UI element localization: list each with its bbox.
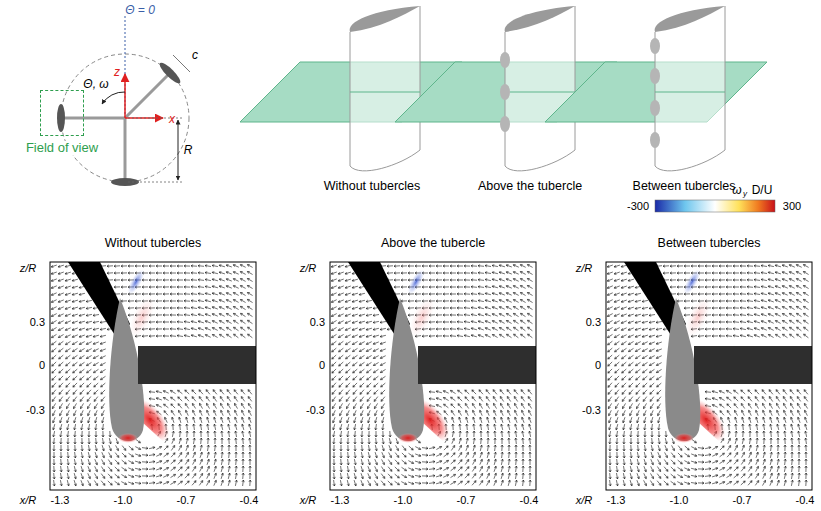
- tick-label: -1.0: [670, 495, 689, 506]
- case-title: Without tubercles: [324, 180, 421, 193]
- colour-bar-title: y: [743, 190, 747, 198]
- tick-label: 0: [319, 360, 325, 371]
- case-title: Between tubercles: [633, 180, 736, 193]
- piv-panel: [330, 262, 548, 490]
- field-of-view-box: Field of view: [40, 90, 84, 136]
- colour-bar: [655, 200, 775, 212]
- panel-title: Without tubercles: [105, 237, 202, 250]
- panel-title: Between tubercles: [658, 237, 761, 250]
- field-of-view-label: Field of view: [24, 141, 100, 155]
- colour-bar-title: ω: [732, 184, 741, 196]
- axis-title: x/R: [576, 495, 593, 506]
- axis-title: z/R: [300, 263, 317, 274]
- rotor-schematic: [57, 16, 190, 186]
- blade-sketches: [240, 6, 767, 171]
- radius-label: R: [184, 144, 193, 156]
- axis-title: x/R: [300, 495, 317, 506]
- tick-label: 0: [595, 360, 601, 371]
- tick-label: 0.3: [310, 317, 325, 328]
- colour-bar-min: -300: [627, 201, 649, 212]
- tick-label: 0.3: [586, 317, 601, 328]
- rotation-label: Θ, ω: [83, 78, 108, 90]
- axis-title: z/R: [576, 263, 593, 274]
- axis-title: z/R: [20, 263, 37, 274]
- tick-label: -0.7: [457, 495, 476, 506]
- panel-title: Above the tubercle: [381, 237, 485, 250]
- axis-name: z: [114, 66, 120, 78]
- chord-label: c: [192, 49, 198, 61]
- axis-title: x/R: [20, 495, 37, 506]
- tick-label: -0.3: [306, 405, 325, 416]
- piv-panel: [606, 262, 821, 490]
- colour-bar-max: 300: [783, 201, 801, 212]
- angle-reference: Θ = 0: [125, 4, 155, 16]
- tick-label: -0.3: [582, 405, 601, 416]
- tick-label: -1.3: [51, 495, 70, 506]
- case-title: Above the tubercle: [478, 180, 582, 193]
- tick-label: 0: [39, 360, 45, 371]
- axis-name: x: [169, 113, 175, 125]
- tick-label: -0.7: [733, 495, 752, 506]
- tick-label: -1.0: [114, 495, 133, 506]
- tick-label: -0.3: [26, 405, 45, 416]
- colour-bar-title: D/U: [752, 184, 773, 196]
- tick-label: -1.3: [331, 495, 350, 506]
- tick-label: -0.4: [796, 495, 815, 506]
- tick-label: 0.3: [30, 317, 45, 328]
- tick-label: -0.4: [520, 495, 539, 506]
- tick-label: -1.3: [607, 495, 626, 506]
- tick-label: -0.7: [177, 495, 196, 506]
- piv-panel: [50, 262, 268, 490]
- tick-label: -1.0: [394, 495, 413, 506]
- tick-label: -0.4: [240, 495, 259, 506]
